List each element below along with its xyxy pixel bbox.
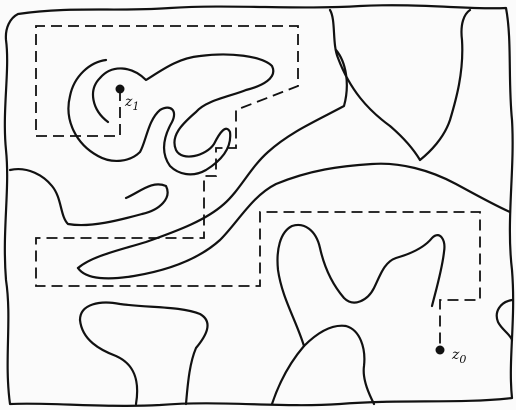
inner-wall-diagonal bbox=[78, 50, 347, 268]
point-z1 bbox=[116, 85, 125, 94]
label-z1-sub: 1 bbox=[132, 100, 139, 113]
inner-wall-top bbox=[330, 10, 470, 160]
inner-wall-left bbox=[10, 169, 168, 225]
inner-wall-right-edge bbox=[497, 300, 512, 340]
inner-wall-bottom-center-top bbox=[278, 225, 445, 346]
point-z0 bbox=[436, 346, 445, 355]
inner-wall-spiral bbox=[68, 54, 273, 174]
inner-wall-bottom-center bbox=[272, 326, 374, 404]
inner-wall-diagonal-lower bbox=[78, 164, 510, 279]
outer-boundary bbox=[5, 5, 513, 406]
inner-wall-bottom-left-2 bbox=[80, 320, 137, 404]
label-z1: z1 bbox=[124, 94, 139, 113]
label-z0-sub: 0 bbox=[459, 353, 466, 366]
inner-wall-bottom-left bbox=[80, 303, 208, 404]
label-z0: z0 bbox=[451, 347, 466, 366]
